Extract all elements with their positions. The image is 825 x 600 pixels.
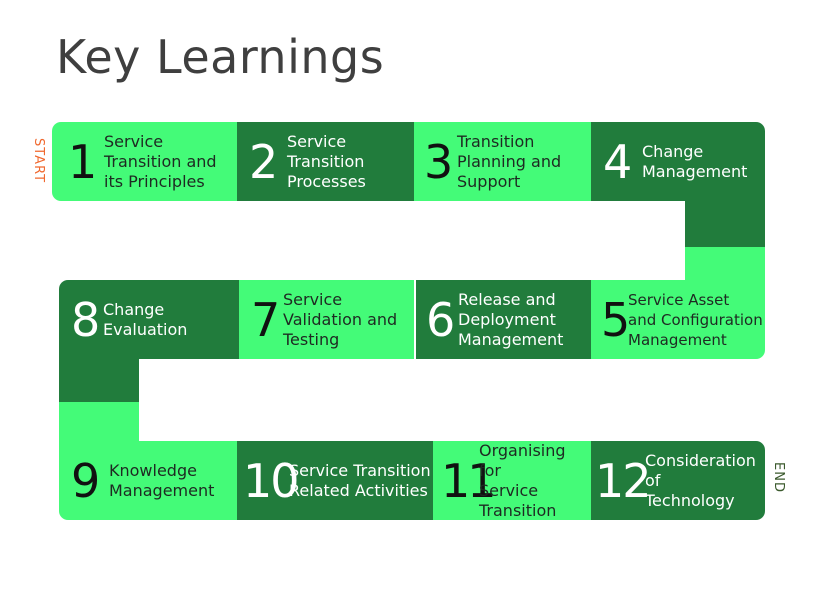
step-label: Service Transition Processes — [287, 131, 366, 191]
step-number: 5 — [601, 292, 631, 347]
step-7: 7 Service Validation and Testing — [239, 280, 414, 359]
page-title: Key Learnings — [56, 30, 385, 84]
step-6: 6 Release and Deployment Management — [416, 280, 591, 359]
step-number: 9 — [71, 453, 101, 508]
step-label: Service Asset and Configuration Manageme… — [628, 290, 763, 349]
connector-8-down — [59, 359, 139, 402]
start-label: START — [31, 138, 46, 184]
step-8: 8 Change Evaluation — [59, 280, 239, 359]
step-number: 1 — [68, 134, 98, 189]
step-number: 4 — [603, 134, 633, 189]
step-9: 9 Knowledge Management — [59, 441, 237, 520]
step-number: 10 — [243, 453, 300, 508]
step-number: 12 — [595, 453, 652, 508]
step-number: 11 — [441, 453, 497, 508]
step-12: 12 Consideration of Technology — [591, 441, 765, 520]
step-number: 3 — [424, 134, 454, 189]
step-label: Consideration of Technology — [645, 450, 756, 510]
step-label: Release and Deployment Management — [458, 289, 564, 349]
step-number: 2 — [249, 134, 279, 189]
step-1: 1 Service Transition and its Principles — [52, 122, 237, 201]
connector-8-to-9 — [59, 402, 139, 441]
step-label: Service Transition Related Activities — [289, 460, 431, 500]
step-10: 10 Service Transition Related Activities — [237, 441, 433, 520]
step-label: Service Validation and Testing — [283, 289, 398, 349]
step-label: Organising for Service Transition — [479, 441, 566, 520]
step-number: 7 — [251, 292, 281, 347]
step-number: 8 — [71, 292, 101, 347]
end-label: END — [771, 462, 786, 493]
connector-4-to-5 — [685, 247, 765, 280]
step-label: Change Evaluation — [103, 299, 188, 339]
step-number: 6 — [426, 292, 456, 347]
step-label: Knowledge Management — [109, 460, 215, 500]
step-2: 2 Service Transition Processes — [237, 122, 414, 201]
step-4: 4 Change Management — [591, 122, 765, 201]
step-label: Transition Planning and Support — [457, 131, 562, 191]
connector-4-down — [685, 200, 765, 247]
step-label: Service Transition and its Principles — [104, 131, 217, 191]
step-5: 5 Service Asset and Configuration Manage… — [591, 280, 765, 359]
step-3: 3 Transition Planning and Support — [414, 122, 591, 201]
step-label: Change Management — [642, 141, 748, 181]
step-11: 11 Organising for Service Transition — [433, 441, 591, 520]
